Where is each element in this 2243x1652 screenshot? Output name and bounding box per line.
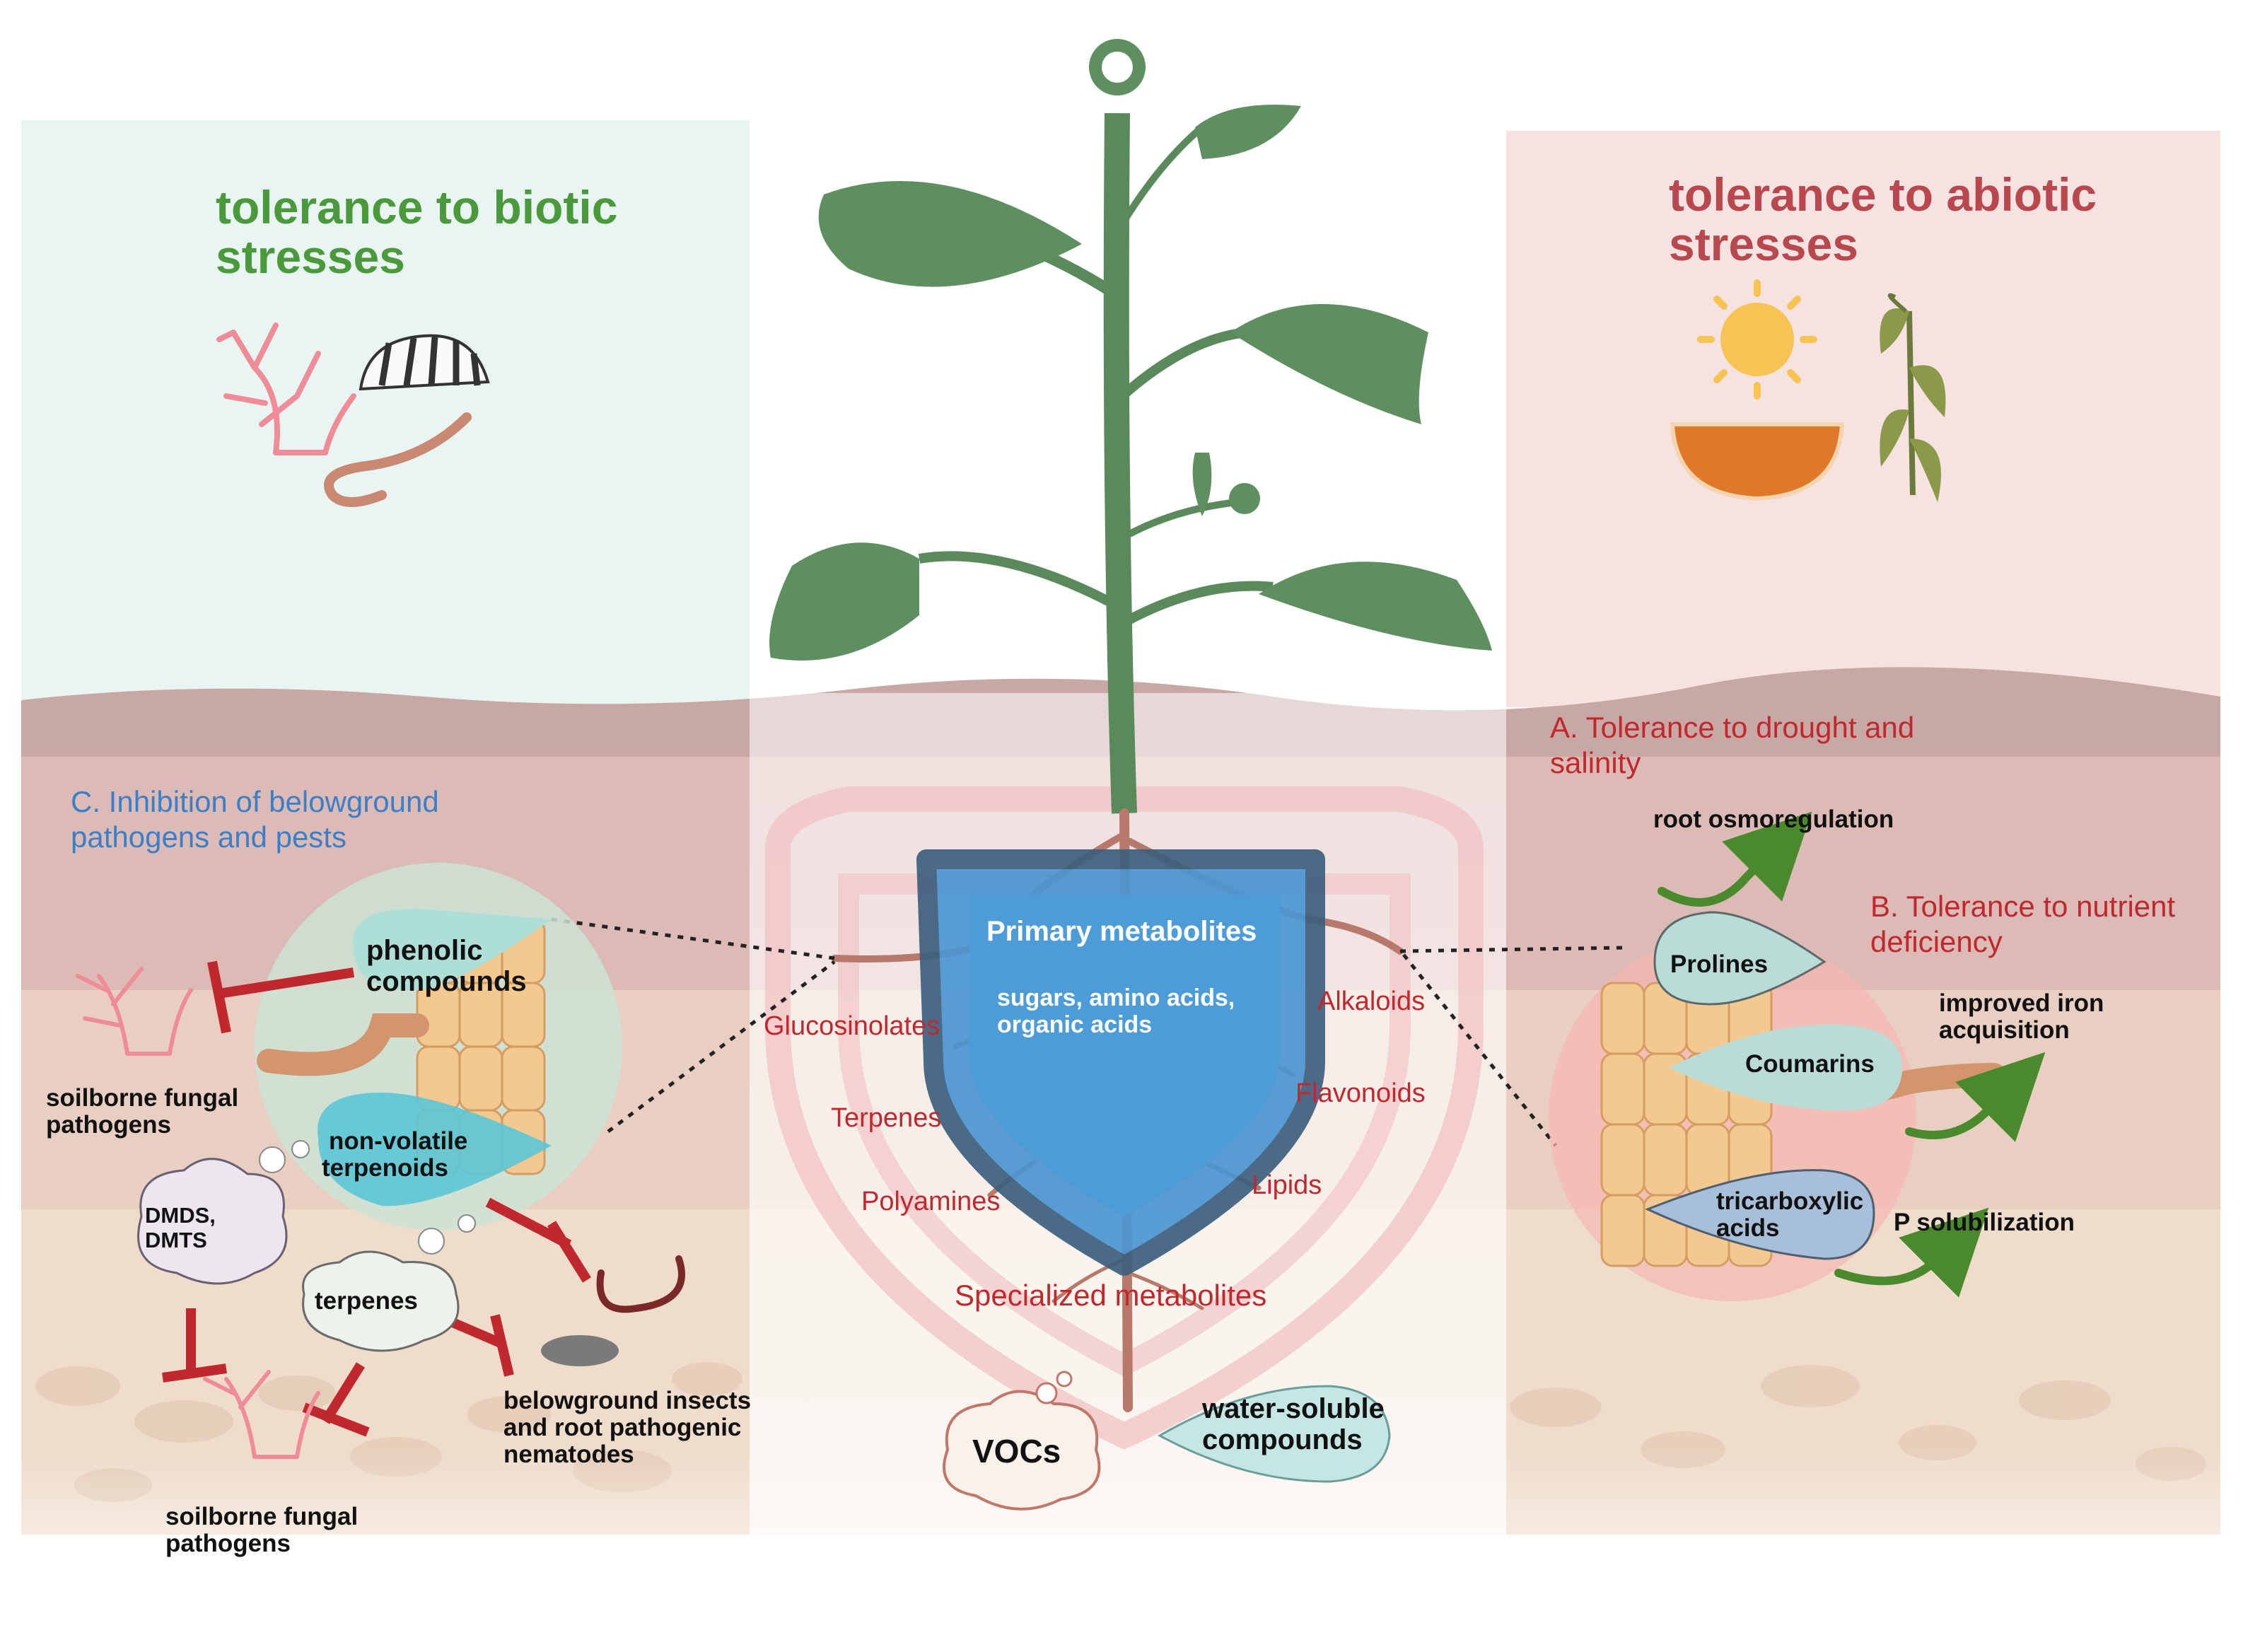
section-c-line1: C. Inhibition of belowground xyxy=(71,785,439,818)
section-a-line2: salinity xyxy=(1550,746,1641,779)
primary-sub-line1: sugars, amino acids, xyxy=(997,984,1235,1011)
water-drop xyxy=(1157,1385,1391,1483)
dry-soil-icon xyxy=(1670,422,1845,501)
growth-arrows xyxy=(1658,811,2046,1298)
flavonoids-label: Flavonoids xyxy=(1295,1078,1426,1108)
plant-shoot xyxy=(769,39,1492,814)
leaf-1 xyxy=(818,181,1082,287)
wilted-plant-icon xyxy=(1880,293,1946,502)
iron-label-line1: improved iron xyxy=(1939,989,2104,1017)
root-osmoregulation-label: root osmoregulation xyxy=(1653,805,1894,833)
primary-sub-line2: organic acids xyxy=(997,1011,1153,1038)
insects-label-line3: nematodes xyxy=(503,1441,634,1468)
connector-lines xyxy=(551,917,1627,1147)
nonvolatile-label-line2: terpenoids xyxy=(322,1154,448,1182)
vocs-label: VOCs xyxy=(972,1433,1061,1470)
glucosinolates-label: Glucosinolates xyxy=(764,1011,940,1041)
abiotic-title-line2: stresses xyxy=(1669,218,1858,270)
insects-label-line2: and root pathogenic xyxy=(503,1414,742,1441)
phenolic-label-line1: phenolic xyxy=(366,935,483,966)
dmds-label-line2: DMTS xyxy=(145,1228,207,1252)
coumarins-label: Coumarins xyxy=(1745,1050,1875,1078)
alkaloids-label: Alkaloids xyxy=(1317,987,1426,1016)
shield-inner-fill xyxy=(969,895,1280,1216)
caterpillar-icon xyxy=(359,334,490,391)
fungal-label1-line2: pathogens xyxy=(46,1111,171,1139)
abiotic-panel-bg xyxy=(1506,131,2220,707)
leaf-3 xyxy=(769,542,919,661)
prolines-label: Prolines xyxy=(1670,950,1769,978)
nonvolatile-label-line1: non-volatile xyxy=(329,1127,468,1155)
water-label-line1: water-soluble xyxy=(1202,1393,1385,1424)
section-b-line1: B. Tolerance to nutrient xyxy=(1870,890,2176,923)
fungi-icon-left xyxy=(76,967,193,1056)
biotic-panel-bg xyxy=(21,120,750,707)
prolines-drop xyxy=(1653,911,1827,1006)
biotic-title-line2: stresses xyxy=(216,231,405,283)
fungal-label2-line1: soilborne fungal xyxy=(165,1503,359,1530)
leaf-6 xyxy=(1192,453,1212,516)
tca-label-line2: acids xyxy=(1716,1214,1780,1242)
biotic-title-line1: tolerance to biotic xyxy=(216,181,618,233)
leaf-4 xyxy=(1259,562,1492,651)
water-label-line2: compounds xyxy=(1202,1424,1363,1455)
leaf-2 xyxy=(1230,304,1428,424)
bottom-fade xyxy=(0,1450,2243,1652)
section-b-line2: deficiency xyxy=(1870,925,2003,958)
section-c-line2: pathogens and pests xyxy=(71,820,346,854)
dmds-cloud xyxy=(137,1158,288,1285)
terpenes-cloud-label: terpenes xyxy=(315,1287,418,1315)
iron-label-line2: acquisition xyxy=(1939,1016,2070,1044)
leaf-5 xyxy=(1195,105,1301,159)
polyamines-label: Polyamines xyxy=(861,1187,1001,1216)
tca-drop xyxy=(1645,1169,1875,1260)
lipids-label: Lipids xyxy=(1252,1170,1322,1200)
vocs-cloud xyxy=(943,1390,1101,1511)
sun-icon xyxy=(1697,279,1817,400)
coumarins-drop xyxy=(1669,1024,1902,1111)
flower-bud-side xyxy=(1229,483,1260,514)
insect-larva-icon xyxy=(541,1335,619,1366)
tca-label-line1: tricarboxylic xyxy=(1716,1187,1864,1215)
p-solubilization-label: P solubilization xyxy=(1894,1209,2075,1236)
terpenes-cloud xyxy=(302,1250,460,1352)
section-a-line1: A. Tolerance to drought and xyxy=(1550,711,1915,744)
fungi-icon-bottom xyxy=(203,1370,320,1459)
rhizosphere-ring-outer xyxy=(765,786,1484,1450)
root-hair-left xyxy=(257,1013,429,1076)
phenolic-drop xyxy=(353,909,552,990)
primary-metabolites-label: Primary metabolites xyxy=(986,916,1257,947)
nematode-icon xyxy=(596,1255,685,1313)
phenolic-label-line2: compounds xyxy=(366,966,527,997)
fungal-label1-line1: soilborne fungal xyxy=(46,1084,239,1112)
inhibition-markers xyxy=(161,960,591,1437)
nonvolatile-drop xyxy=(317,1093,552,1206)
specialized-metabolites-label: Specialized metabolites xyxy=(955,1279,1267,1312)
abiotic-title-line1: tolerance to abiotic xyxy=(1669,168,2097,221)
insects-label-line1: belowground insects xyxy=(503,1387,752,1414)
dmds-label-line1: DMDS, xyxy=(145,1203,216,1228)
fungi-icon-top xyxy=(216,322,356,455)
fungal-label2-line2: pathogens xyxy=(165,1530,291,1557)
terpenes-label: Terpenes xyxy=(831,1103,942,1133)
worm-icon-top xyxy=(324,412,472,507)
